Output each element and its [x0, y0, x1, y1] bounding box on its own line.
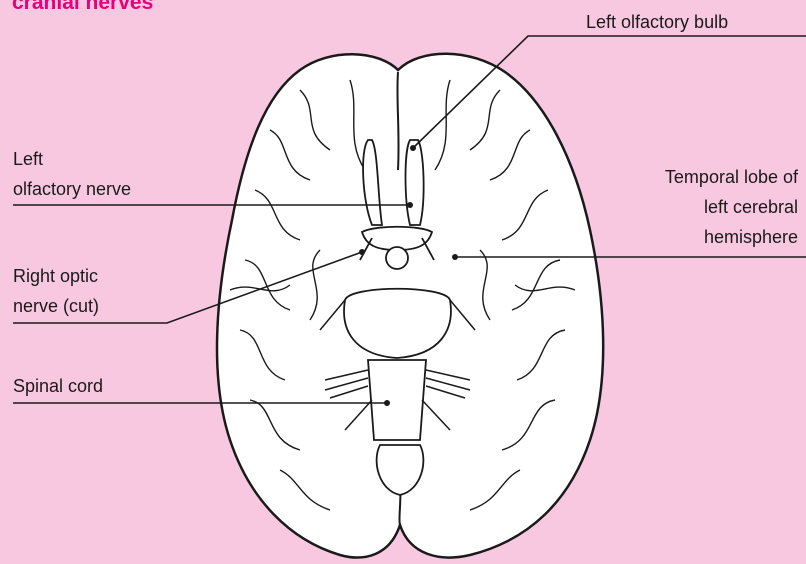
longitudinal-fissure — [397, 72, 398, 170]
label-right-optic-nerve-line1: Right optic — [13, 264, 98, 288]
label-left-olfactory-nerve-line2: olfactory nerve — [13, 177, 131, 201]
label-spinal-cord: Spinal cord — [13, 374, 103, 398]
label-left-olfactory-bulb: Left olfactory bulb — [586, 10, 728, 34]
label-left-olfactory-nerve-line1: Left — [13, 147, 43, 171]
label-right-optic-nerve-line2: nerve (cut) — [13, 294, 99, 318]
label-temporal-lobe-line1: Temporal lobe of — [665, 165, 798, 189]
label-temporal-lobe-line2: left cerebral — [704, 195, 798, 219]
label-temporal-lobe-line3: hemisphere — [704, 225, 798, 249]
